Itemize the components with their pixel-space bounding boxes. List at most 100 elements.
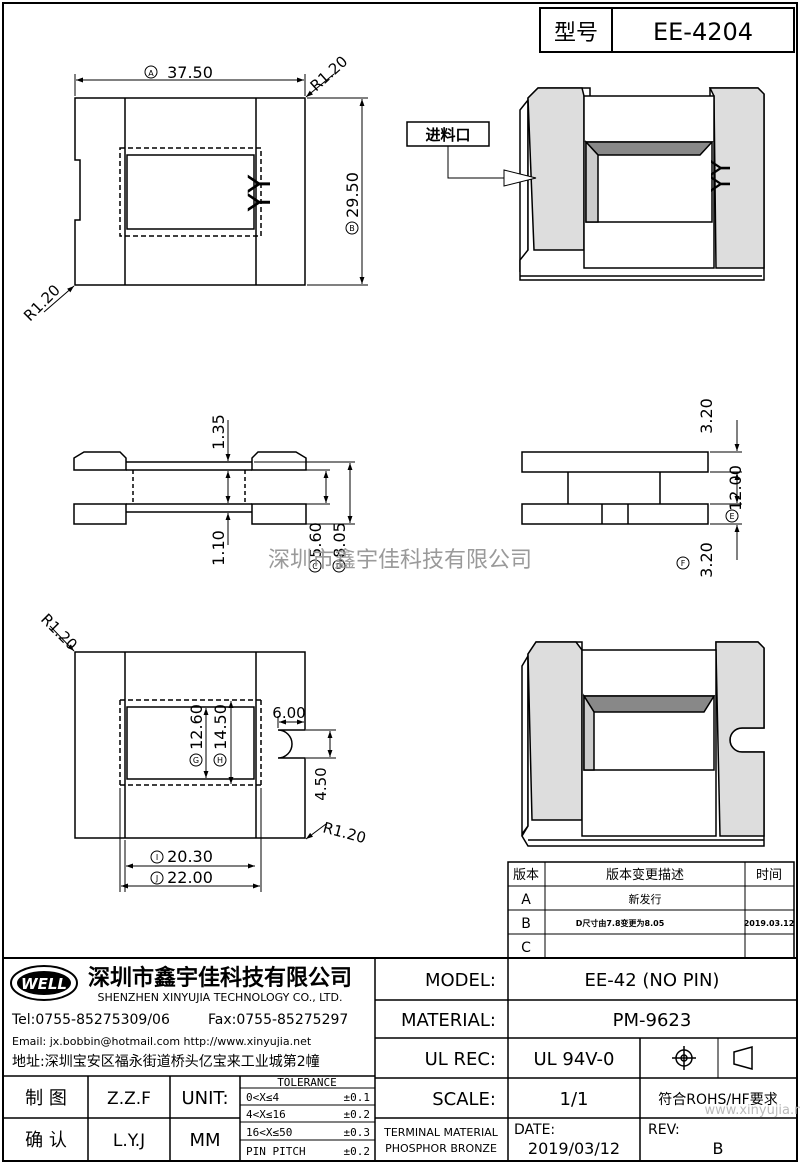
dim-c-tag: C bbox=[312, 562, 318, 571]
check-label: 确 认 bbox=[25, 1130, 67, 1151]
revision-row-b-desc: D尺寸由7.8变更为8.05 bbox=[576, 918, 665, 928]
dim-h-circle bbox=[213, 753, 227, 767]
tolerance-range-4: PIN PITCH bbox=[246, 1145, 306, 1158]
company-name-cn: 深圳市鑫宇佳科技有限公司 bbox=[88, 965, 352, 991]
header-model-value: EE-4204 bbox=[653, 18, 753, 46]
revision-header-version: 版本 bbox=[513, 868, 539, 883]
dim-c-circle bbox=[308, 559, 322, 573]
watermark-text: 深圳市鑫宇佳科技有限公司 bbox=[268, 548, 532, 573]
watermark-url: www.xinyujia.net bbox=[705, 1103, 800, 1118]
tolerance-range-1: 0<X≤4 bbox=[246, 1091, 279, 1104]
terminal-label-1: TERMINAL MATERIAL bbox=[383, 1126, 499, 1139]
material-value: PM-9623 bbox=[613, 1010, 692, 1031]
bottom-view-dims bbox=[49, 625, 336, 892]
dim-r-top: R1.20 bbox=[307, 52, 352, 95]
dim-i-tag: I bbox=[156, 853, 158, 862]
dim-a-tag: A bbox=[148, 69, 154, 78]
dim-bot-r-top: R1.20 bbox=[37, 610, 81, 654]
feed-inlet-label: 进料口 bbox=[425, 126, 470, 144]
dim-slot-h: 4.50 bbox=[312, 767, 330, 800]
dim-i: 20.30 bbox=[167, 847, 213, 866]
tolerance-value-2: ±0.2 bbox=[344, 1108, 371, 1121]
company-tel: Tel:0755-85275309/06 bbox=[11, 1012, 170, 1028]
dim-e-circle bbox=[725, 509, 739, 523]
dim-r-bottom-left: R1.20 bbox=[20, 281, 64, 325]
top-view bbox=[74, 97, 306, 286]
title-block-grid bbox=[2, 957, 798, 1162]
iso-view-top bbox=[519, 87, 765, 281]
date-value: 2019/03/12 bbox=[528, 1139, 620, 1158]
dim-j-circle bbox=[150, 871, 164, 885]
rev-label: REV: bbox=[648, 1122, 680, 1138]
date-label: DATE: bbox=[514, 1122, 555, 1138]
dim-d-tag: D bbox=[336, 562, 342, 571]
dim-right-mid: 12.00 bbox=[726, 465, 745, 511]
dim-f-tag: F bbox=[681, 559, 686, 568]
dim-b-tag: B bbox=[349, 224, 355, 233]
side-view-right bbox=[521, 451, 709, 525]
dim-i-circle bbox=[150, 850, 164, 864]
tolerance-value-4: ±0.2 bbox=[344, 1145, 371, 1158]
dim-side-d: 8.05 bbox=[330, 522, 349, 558]
revision-header-date: 时间 bbox=[756, 868, 782, 883]
scale-label: SCALE: bbox=[432, 1089, 496, 1110]
dim-g-tag: G bbox=[193, 756, 199, 765]
drawn-value: Z.Z.F bbox=[107, 1089, 151, 1109]
header-model-box: 型号 EE-4204 bbox=[539, 7, 795, 53]
iso-view-bottom bbox=[521, 641, 765, 847]
tolerance-value-3: ±0.3 bbox=[344, 1126, 371, 1139]
company-name-en: SHENZHEN XINYUJIA TECHNOLOGY CO., LTD. bbox=[98, 991, 343, 1004]
dim-f-circle bbox=[676, 556, 690, 570]
marking-iso-view: YY bbox=[707, 160, 737, 193]
side-view-right-dims bbox=[710, 420, 742, 560]
drawn-label: 制 图 bbox=[25, 1088, 67, 1109]
model-label: MODEL: bbox=[425, 970, 496, 991]
tolerance-range-3: 16<X≤50 bbox=[246, 1126, 292, 1139]
top-view-dims: A 37.50 R1.20 29.50 B R1.20 YY bbox=[20, 52, 368, 325]
marking-top-view: YY bbox=[243, 174, 278, 212]
revision-header-desc: 版本变更描述 bbox=[606, 867, 684, 883]
company-address: 地址:深圳宝安区福永街道桥头亿宝来工业城第2幢 bbox=[12, 1053, 320, 1070]
dim-side-top: 1.35 bbox=[209, 414, 228, 450]
terminal-label-2: PHOSPHOR BRONZE bbox=[385, 1142, 497, 1155]
dim-h-tag: H bbox=[217, 756, 223, 765]
dim-side-c: 5.60 bbox=[306, 522, 325, 558]
rohs-text: 符合ROHS/HF要求 bbox=[658, 1092, 777, 1108]
feed-inlet-callout: 进料口 bbox=[406, 121, 537, 187]
dim-e-tag: E bbox=[729, 512, 734, 521]
company-logo: WELL bbox=[10, 965, 78, 1001]
revision-row-b-ver: B bbox=[521, 916, 531, 932]
dim-right-bottom: 3.20 bbox=[697, 542, 716, 578]
dim-top-width: 37.50 bbox=[167, 63, 213, 82]
dim-j-tag: J bbox=[155, 874, 158, 883]
dim-g-circle bbox=[189, 753, 203, 767]
ulrec-value: UL 94V-0 bbox=[533, 1049, 614, 1070]
side-view-left bbox=[73, 451, 307, 525]
unit-label: UNIT: bbox=[181, 1088, 228, 1109]
dim-right-top: 3.20 bbox=[697, 398, 716, 434]
bottom-view bbox=[74, 651, 306, 839]
tolerance-value-1: ±0.1 bbox=[344, 1091, 371, 1104]
tolerance-range-2: 4<X≤16 bbox=[246, 1108, 286, 1121]
side-view-left-dims bbox=[225, 420, 355, 545]
company-email: Email: jx.bobbin@hotmail.com http://www.… bbox=[12, 1035, 312, 1048]
revision-row-b-date: 2019.03.12 bbox=[744, 919, 795, 928]
dim-h: 14.50 bbox=[211, 704, 230, 750]
tolerance-title: TOLERANCE bbox=[277, 1076, 337, 1089]
company-fax: Fax:0755-85275297 bbox=[208, 1012, 348, 1028]
rev-value: B bbox=[713, 1139, 724, 1158]
dim-side-bottom: 1.10 bbox=[209, 530, 228, 566]
revision-row-a-ver: A bbox=[521, 892, 531, 908]
projection-symbol-icon bbox=[672, 1046, 753, 1070]
dim-top-height: 29.50 bbox=[343, 172, 362, 218]
dim-bot-r-bottom: R1.20 bbox=[321, 818, 368, 847]
model-value: EE-42 (NO PIN) bbox=[585, 970, 720, 991]
check-value: L.Y.J bbox=[113, 1131, 145, 1151]
company-logo-text: WELL bbox=[21, 975, 67, 993]
unit-value: MM bbox=[189, 1130, 220, 1151]
ulrec-label: UL REC: bbox=[425, 1049, 496, 1070]
dim-j: 22.00 bbox=[167, 868, 213, 887]
dim-slot-w: 6.00 bbox=[272, 704, 305, 722]
scale-value: 1/1 bbox=[560, 1089, 589, 1110]
